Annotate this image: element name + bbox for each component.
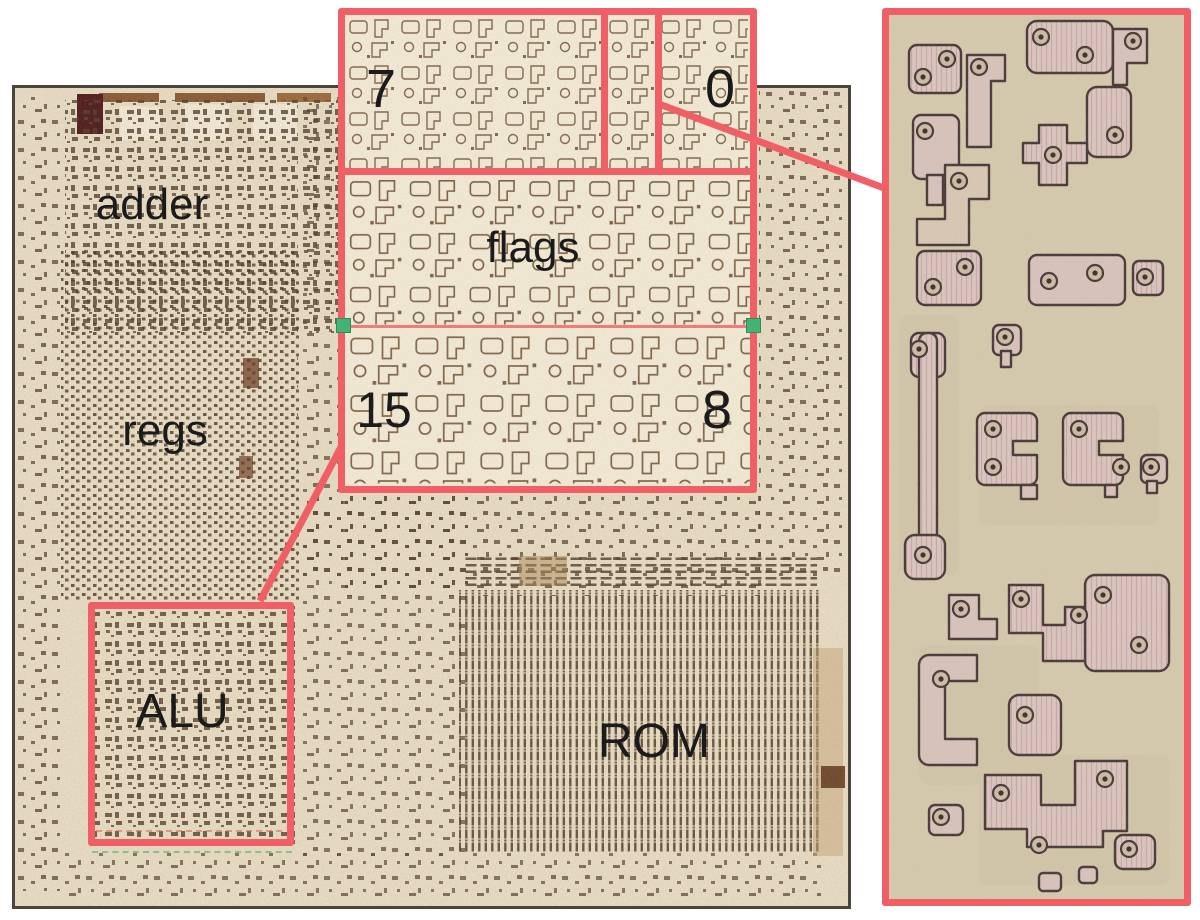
die-label-adder: adder <box>95 180 209 229</box>
magnified-circuit-panel <box>882 8 1191 906</box>
die-label-alu: ALU <box>135 685 229 738</box>
flags-inset-box <box>338 8 757 493</box>
circuit-traces <box>889 15 1184 899</box>
inset-label-bit7: 7 <box>365 59 397 119</box>
inset-label-bit15: 15 <box>356 382 412 438</box>
inset-label-bit8: 8 <box>701 380 733 440</box>
green-marker-left <box>336 318 351 333</box>
inset-midline <box>345 325 748 328</box>
inset-bit-column-left-divider <box>601 8 608 175</box>
alu-inner-dashed-line <box>96 830 282 832</box>
inset-row-divider <box>338 168 757 175</box>
green-marker-right <box>746 318 761 333</box>
inset-bit-column-right-divider <box>655 8 662 175</box>
alu-highlight-box <box>88 602 294 846</box>
alu-lower-dashed-line <box>92 851 292 853</box>
die-label-rom: ROM <box>598 715 710 768</box>
die-label-regs: regs <box>122 406 208 455</box>
inset-label-bit0: 0 <box>704 59 736 119</box>
flags-inset-texture <box>345 15 754 486</box>
inset-label-flags: flags <box>486 223 580 272</box>
